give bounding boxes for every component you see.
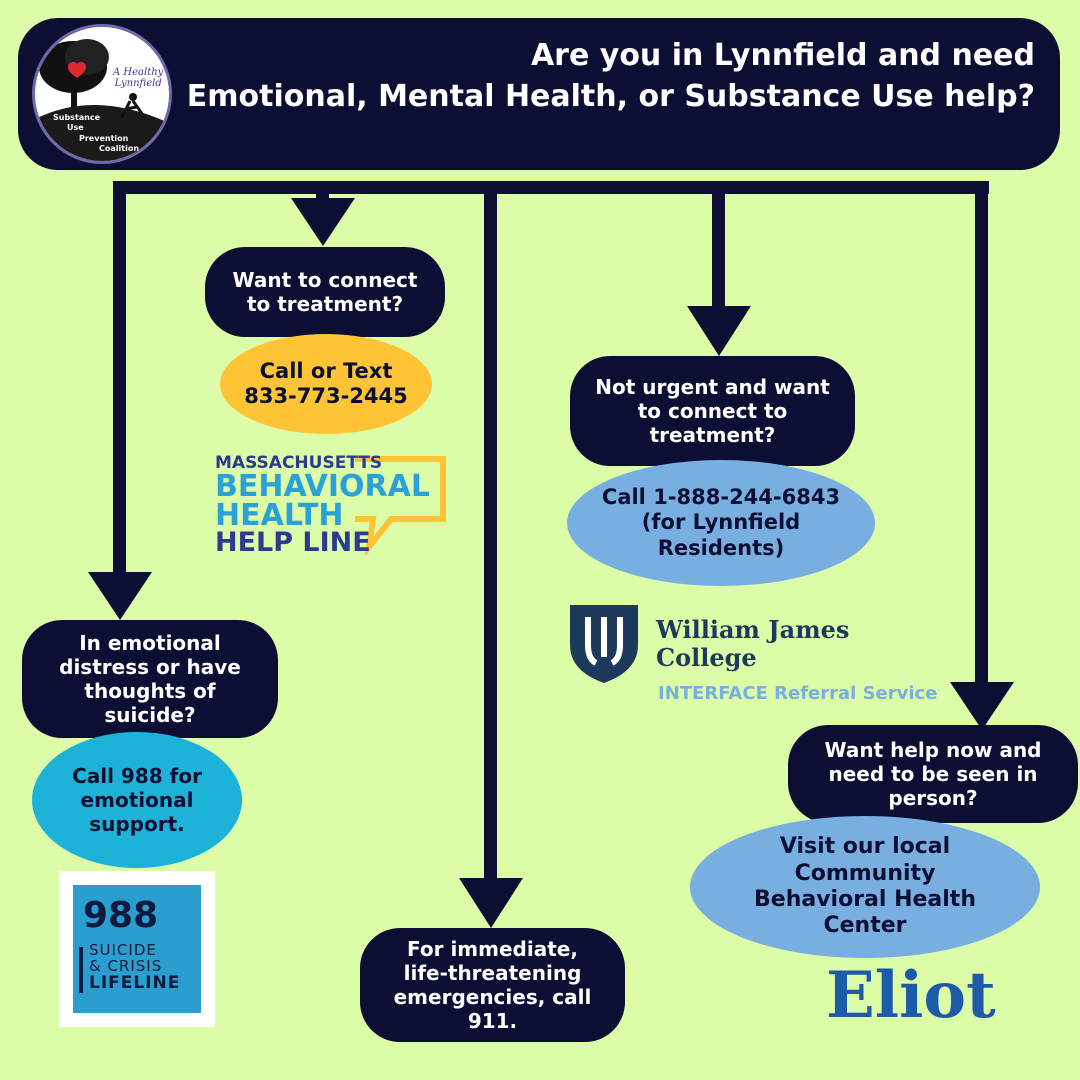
tree-illustration <box>35 39 169 161</box>
lifeline-line-3: LIFELINE <box>89 972 181 993</box>
speech-bubble-icon <box>355 456 446 555</box>
cbhc-bubble: Visit our local Community Behavioral Hea… <box>690 816 1040 958</box>
wjc-shield-icon <box>570 605 638 683</box>
interface-referral-label: INTERFACE Referral Service <box>658 683 938 704</box>
wjc-name-line-1: William James <box>656 615 850 644</box>
mbhl-line-1: MASSACHUSETTS <box>215 453 383 473</box>
connect-treatment-question: Want to connect to treatment? <box>205 247 445 337</box>
heart-icon <box>68 61 86 78</box>
emergency-911-box: For immediate, life-threatening emergenc… <box>360 928 625 1042</box>
page-title: Are you in Lynnfield and need Emotional,… <box>160 36 1035 117</box>
call-wjc-bubble: Call 1-888-244-6843 (for Lynnfield Resid… <box>567 460 875 586</box>
coalition-word-2: Use <box>67 123 84 133</box>
mass-behavioral-health-helpline-logo: MASSACHUSETTS BEHAVIORAL HEALTH HELP LIN… <box>215 453 450 558</box>
call-text-label: Call or Text <box>259 358 393 383</box>
eliot-logo: Eliot <box>826 958 996 1033</box>
lifeline-988-number: 988 <box>83 895 159 936</box>
help-now-question: Want help now and need to be seen in per… <box>788 725 1078 823</box>
william-james-college-logo: William James College INTERFACE Referral… <box>566 605 946 705</box>
mbhl-line-4: HELP LINE <box>215 527 371 558</box>
emotional-distress-question: In emotional distress or have thoughts o… <box>22 620 278 738</box>
mbhl-line-2: BEHAVIORAL <box>215 469 430 504</box>
not-urgent-question: Not urgent and want to connect to treatm… <box>570 356 855 466</box>
coalition-word-3: Prevention <box>79 133 129 143</box>
header-banner <box>18 18 1060 170</box>
mbhl-line-3: HEALTH <box>215 498 344 533</box>
helpline-number: 833-773-2445 <box>244 384 408 408</box>
wjc-phone: Call 1-888-244-6843 <box>601 485 841 510</box>
lifeline-988-logo: 988 SUICIDE & CRISIS LIFELINE <box>59 871 215 1027</box>
coalition-logo: A Healthy Lynnfield Substance Use Preven… <box>32 24 172 164</box>
coalition-word-4: Coalition <box>99 144 140 154</box>
wjc-note-2: Residents) <box>657 535 785 560</box>
coalition-tagline-2: Lynnfield <box>114 78 162 89</box>
title-line-2: Emotional, Mental Health, or Substance U… <box>186 78 1035 114</box>
call-text-helpline-bubble: Call or Text 833-773-2445 <box>220 334 432 434</box>
coalition-word-1: Substance <box>53 113 101 122</box>
wjc-note-1: (for Lynnfield <box>641 510 801 535</box>
call-988-bubble: Call 988 for emotional support. <box>32 732 242 868</box>
lifeline-line-2: & CRISIS <box>89 956 163 975</box>
coalition-tagline-1: A Healthy <box>113 67 164 78</box>
lifeline-line-1: SUICIDE <box>89 941 157 959</box>
wjc-name-line-2: College <box>656 643 757 672</box>
title-line-1: Are you in Lynnfield and need <box>530 38 1035 73</box>
